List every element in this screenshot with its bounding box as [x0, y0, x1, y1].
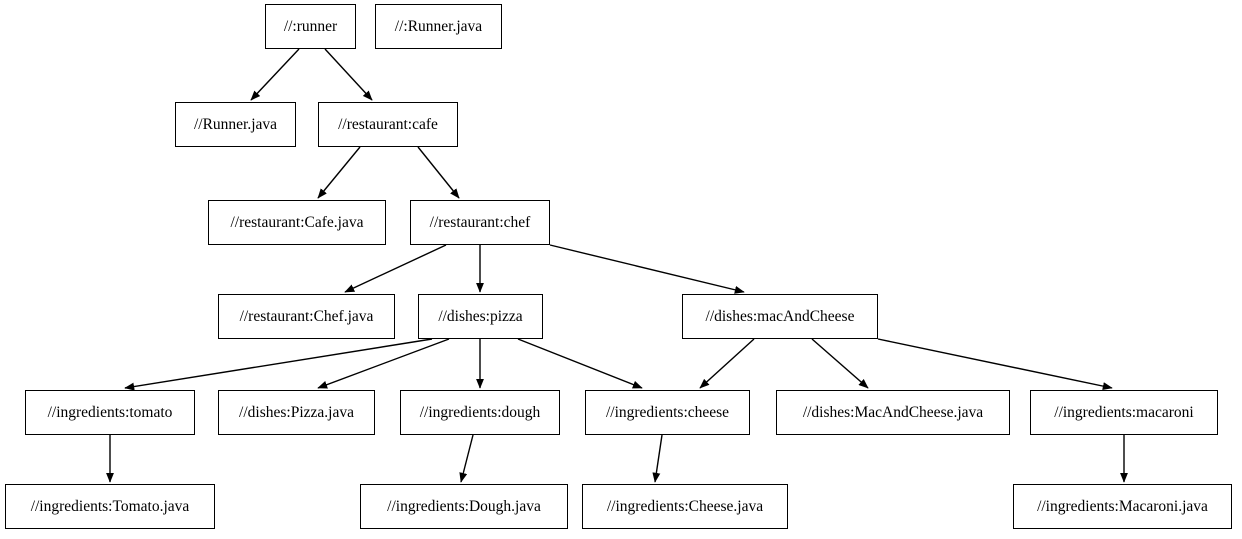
graph-edge-dough-to-dough_java	[459, 434, 474, 483]
graph-node-label: //restaurant:cafe	[338, 115, 438, 133]
graph-node-dough_java[interactable]: //ingredients:Dough.java	[360, 484, 568, 529]
graph-node-cafe_java[interactable]: //restaurant:Cafe.java	[208, 200, 386, 245]
graph-node-runner_java[interactable]: //Runner.java	[175, 102, 296, 147]
graph-node-tomato[interactable]: //ingredients:tomato	[25, 390, 195, 435]
graph-node-dough[interactable]: //ingredients:dough	[400, 390, 560, 435]
graph-node-label: //dishes:pizza	[438, 307, 523, 325]
graph-edge-macandcheese-to-macandcheese_java	[811, 338, 869, 389]
graph-edge-chef-to-chef_java	[344, 244, 447, 293]
graph-node-label: //:Runner.java	[394, 17, 483, 35]
graph-edge-runner-to-runner_java	[250, 48, 300, 101]
graph-node-tomato_java[interactable]: //ingredients:Tomato.java	[5, 484, 215, 529]
graph-edge-runner-to-cafe	[324, 48, 373, 101]
graph-node-label: //ingredients:tomato	[47, 403, 173, 421]
graph-node-label: //ingredients:Tomato.java	[30, 497, 190, 515]
graph-node-label: //ingredients:Dough.java	[387, 497, 541, 515]
graph-node-label: //:runner	[283, 17, 338, 35]
graph-node-label: //ingredients:Cheese.java	[606, 497, 764, 515]
graph-edge-chef-to-macandcheese	[549, 244, 745, 294]
graph-node-label: //ingredients:cheese	[605, 403, 730, 421]
graph-node-runner[interactable]: //:runner	[265, 4, 356, 49]
graph-edge-pizza-to-cheese	[517, 338, 643, 389]
graph-node-chef_java[interactable]: //restaurant:Chef.java	[218, 294, 395, 339]
graph-edge-cafe-to-chef	[417, 146, 460, 199]
graph-node-label: //Runner.java	[193, 115, 278, 133]
graph-edge-macandcheese-to-macaroni	[877, 338, 1113, 391]
graph-node-macaroni[interactable]: //ingredients:macaroni	[1030, 390, 1218, 435]
graph-node-cafe[interactable]: //restaurant:cafe	[318, 102, 458, 147]
graph-node-macandcheese_java[interactable]: //dishes:MacAndCheese.java	[776, 390, 1010, 435]
graph-node-label: //restaurant:chef	[429, 213, 531, 231]
graph-edge-cafe-to-cafe_java	[317, 146, 361, 199]
graph-node-macaroni_java[interactable]: //ingredients:Macaroni.java	[1013, 484, 1232, 529]
graph-node-pizza[interactable]: //dishes:pizza	[418, 294, 543, 339]
graph-edge-macandcheese-to-cheese	[699, 338, 755, 389]
graph-node-chef[interactable]: //restaurant:chef	[410, 200, 550, 245]
graph-node-cheese_java[interactable]: //ingredients:Cheese.java	[582, 484, 788, 529]
graph-node-root_runner_java[interactable]: //:Runner.java	[375, 4, 502, 49]
graph-node-label: //dishes:MacAndCheese.java	[802, 403, 984, 421]
graph-edge-pizza-to-pizza_java	[317, 338, 450, 389]
graph-edge-cheese-to-cheese_java	[652, 434, 663, 483]
graph-node-cheese[interactable]: //ingredients:cheese	[585, 390, 750, 435]
graph-node-label: //ingredients:dough	[419, 403, 541, 421]
graph-node-label: //restaurant:Cafe.java	[230, 213, 364, 231]
graph-edge-pizza-to-tomato	[124, 338, 433, 391]
graph-node-label: //dishes:Pizza.java	[239, 403, 354, 421]
graph-node-label: //ingredients:macaroni	[1054, 403, 1194, 421]
graph-node-pizza_java[interactable]: //dishes:Pizza.java	[218, 390, 375, 435]
graph-node-label: //restaurant:Chef.java	[239, 307, 374, 325]
graph-node-label: //ingredients:Macaroni.java	[1037, 497, 1208, 515]
graph-node-label: //dishes:macAndCheese	[705, 307, 855, 325]
graph-node-macandcheese[interactable]: //dishes:macAndCheese	[682, 294, 878, 339]
